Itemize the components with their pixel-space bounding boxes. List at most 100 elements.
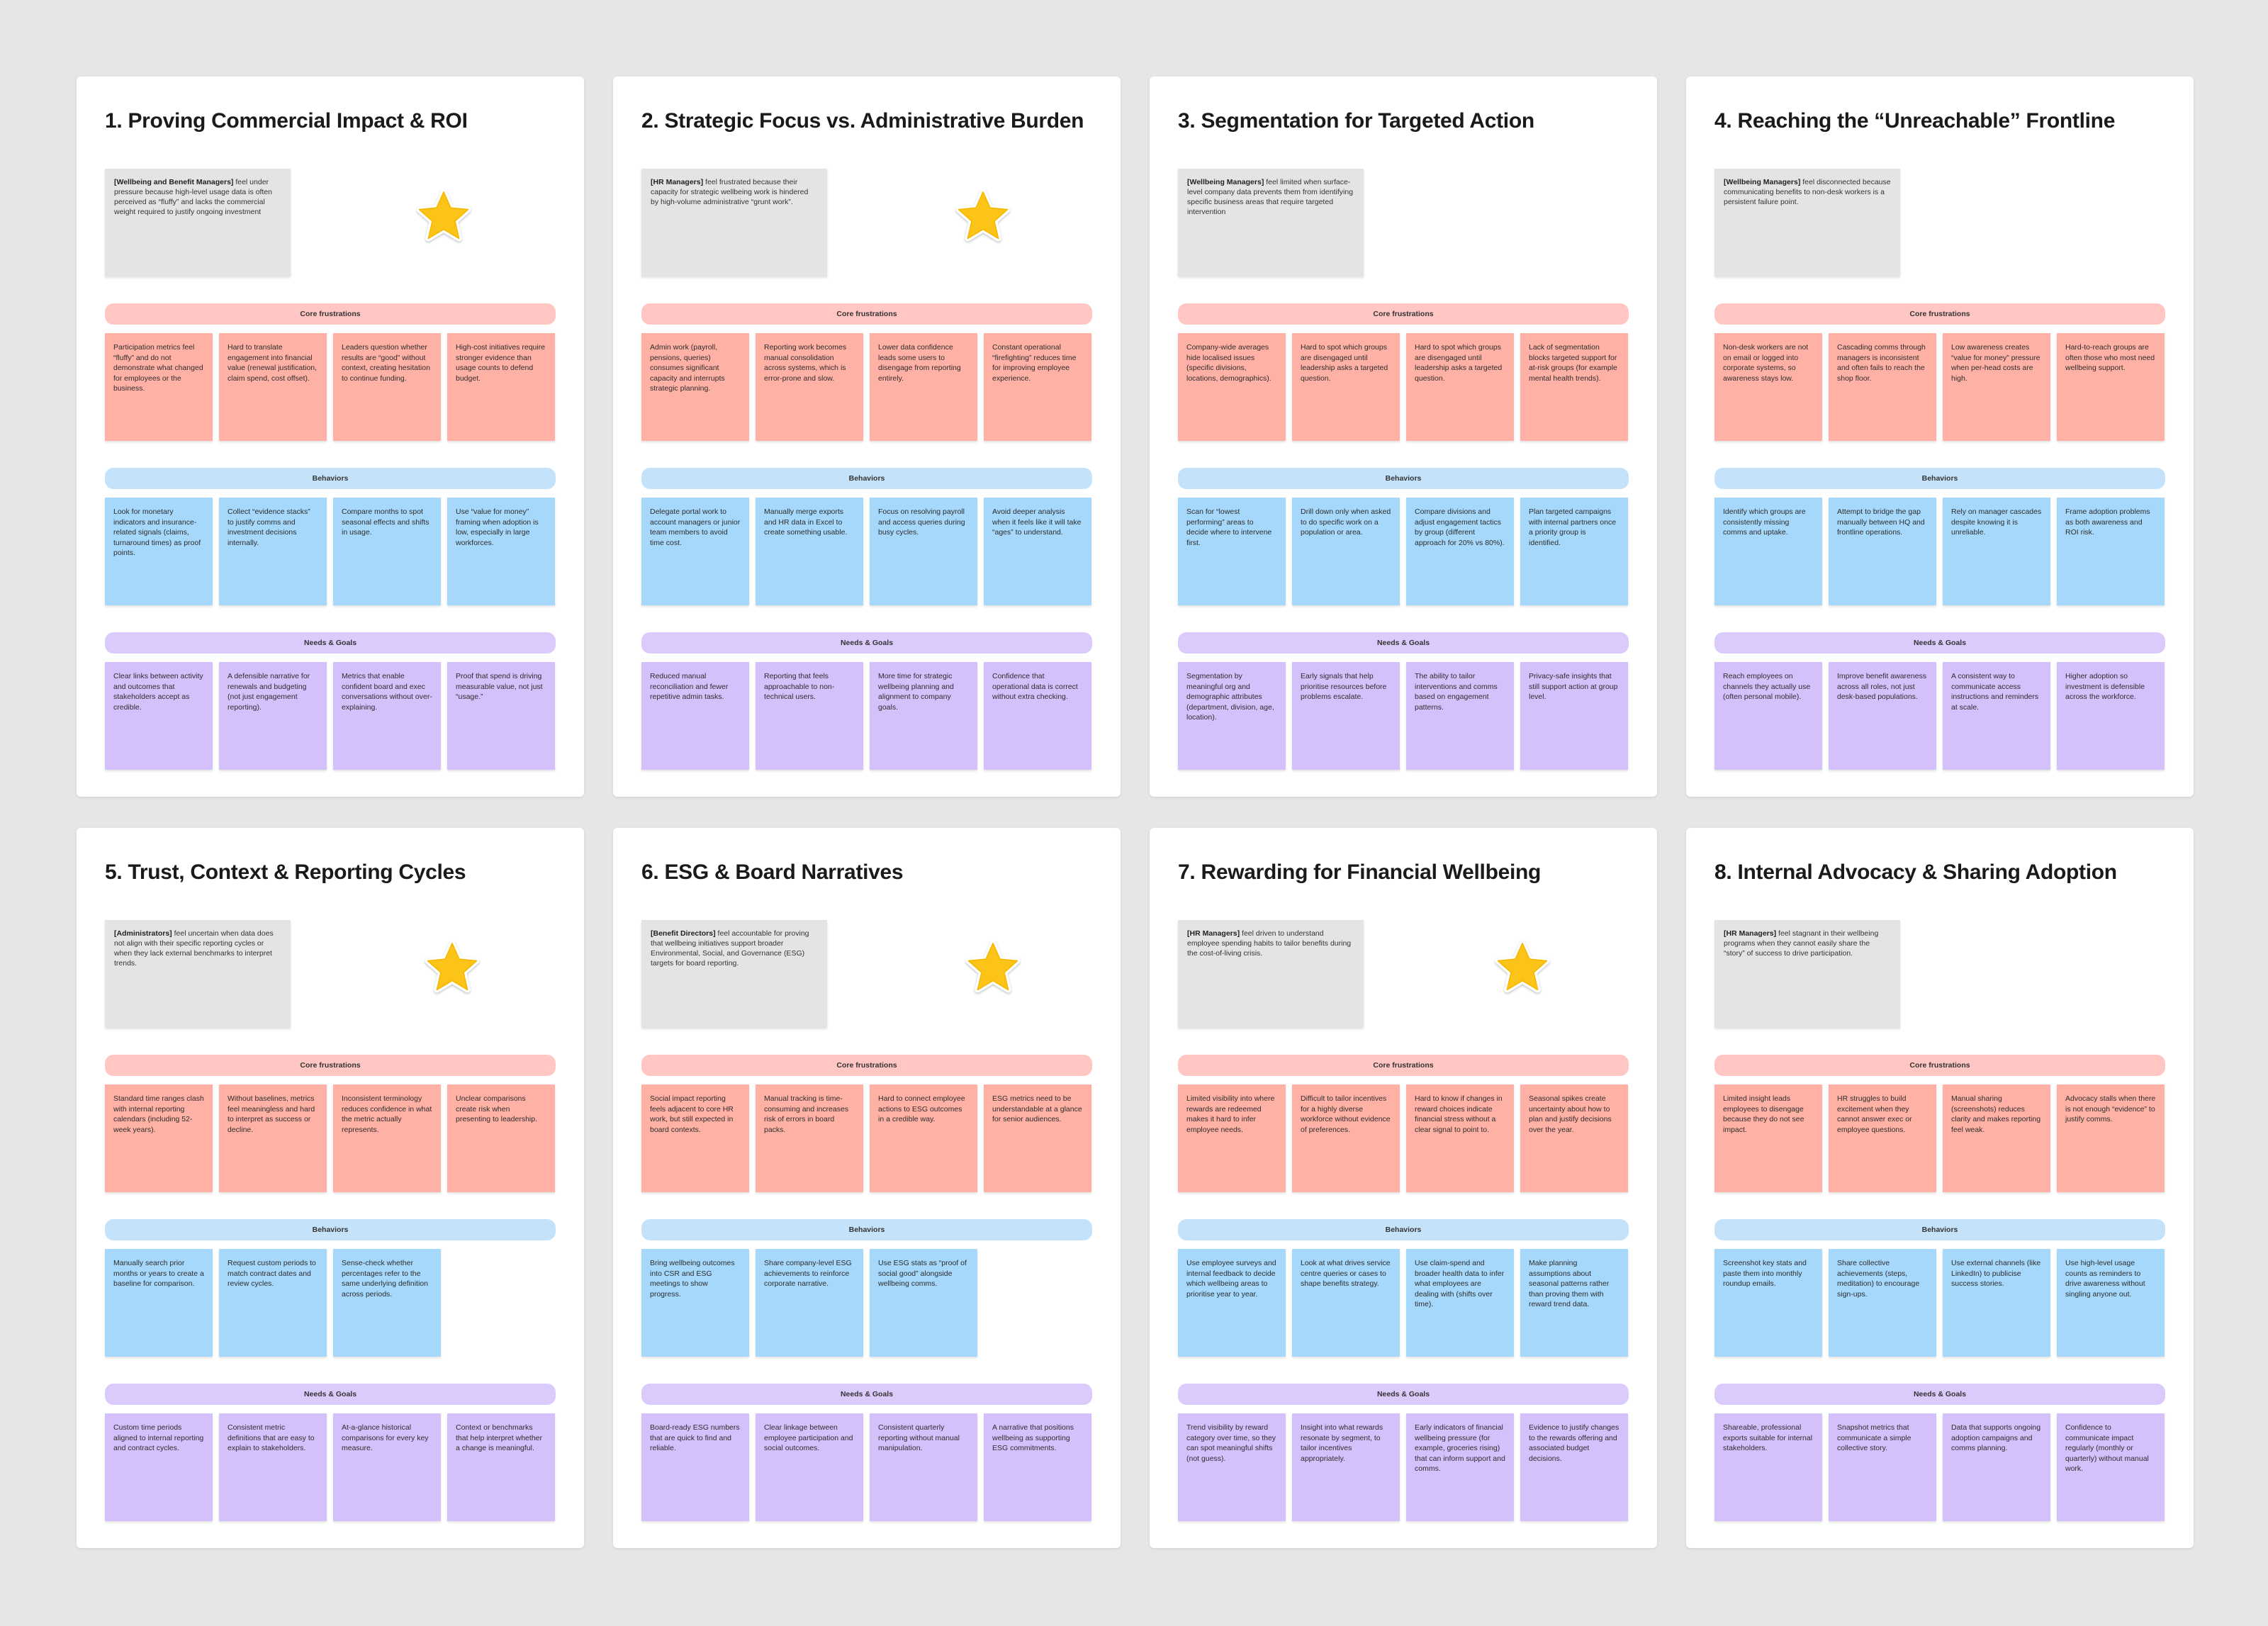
behavior-sticky-note[interactable]: Rely on manager cascades despite knowing… (1943, 498, 2050, 605)
behavior-sticky-note[interactable]: Use claim-spend and broader health data … (1406, 1249, 1514, 1357)
behavior-sticky-note[interactable]: Look at what drives service centre queri… (1292, 1249, 1400, 1357)
need-sticky-note[interactable]: Metrics that enable confident board and … (333, 662, 441, 770)
need-sticky-note[interactable]: Custom time periods aligned to internal … (105, 1413, 213, 1521)
need-sticky-note[interactable]: Segmentation by meaningful org and demog… (1178, 662, 1286, 770)
frustration-sticky-note[interactable]: Social impact reporting feels adjacent t… (641, 1084, 749, 1192)
persona-note[interactable]: [HR Managers] feel frustrated because th… (641, 169, 827, 276)
frustration-sticky-note[interactable]: Hard to spot which groups are disengaged… (1406, 333, 1514, 441)
behavior-sticky-note[interactable]: Manually merge exports and HR data in Ex… (756, 498, 863, 605)
frustration-sticky-note[interactable]: Limited visibility into where rewards ar… (1178, 1084, 1286, 1192)
behavior-sticky-note[interactable]: Look for monetary indicators and insuran… (105, 498, 213, 605)
frustration-sticky-note[interactable]: Seasonal spikes create uncertainty about… (1520, 1084, 1628, 1192)
behavior-sticky-note[interactable]: Use employee surveys and internal feedba… (1178, 1249, 1286, 1357)
behavior-sticky-note[interactable]: Use “value for money” framing when adopt… (447, 498, 555, 605)
need-sticky-note[interactable]: Reporting that feels approachable to non… (756, 662, 863, 770)
need-sticky-note[interactable]: Reduced manual reconciliation and fewer … (641, 662, 749, 770)
persona-note[interactable]: [Wellbeing Managers] feel limited when s… (1178, 169, 1364, 276)
frustration-sticky-note[interactable]: Admin work (payroll, pensions, queries) … (641, 333, 749, 441)
behavior-sticky-note[interactable]: Identify which groups are consistently m… (1714, 498, 1822, 605)
behavior-sticky-note[interactable]: Use ESG stats as “proof of social good” … (870, 1249, 977, 1357)
frustration-sticky-note[interactable]: ESG metrics need to be understandable at… (984, 1084, 1091, 1192)
need-sticky-note[interactable]: Confidence that operational data is corr… (984, 662, 1091, 770)
need-sticky-note[interactable]: Data that supports ongoing adoption camp… (1943, 1413, 2050, 1521)
behavior-sticky-note[interactable]: Screenshot key stats and paste them into… (1714, 1249, 1822, 1357)
behavior-sticky-note[interactable]: Request custom periods to match contract… (219, 1249, 327, 1357)
need-sticky-note[interactable]: Clear linkage between employee participa… (756, 1413, 863, 1521)
need-sticky-note[interactable]: At-a-glance historical comparisons for e… (333, 1413, 441, 1521)
behavior-sticky-note[interactable]: Attempt to bridge the gap manually betwe… (1829, 498, 1936, 605)
need-sticky-note[interactable]: Context or benchmarks that help interpre… (447, 1413, 555, 1521)
frustration-sticky-note[interactable]: Reporting work becomes manual consolidat… (756, 333, 863, 441)
persona-note[interactable]: [HR Managers] feel driven to understand … (1178, 920, 1364, 1028)
frustration-sticky-note[interactable]: Advocacy stalls when there is not enough… (2057, 1084, 2165, 1192)
behavior-sticky-note[interactable]: Share collective achievements (steps, me… (1829, 1249, 1936, 1357)
star-icon[interactable] (965, 940, 1021, 997)
behavior-sticky-note[interactable]: Compare divisions and adjust engagement … (1406, 498, 1514, 605)
frustration-sticky-note[interactable]: Low awareness creates “value for money” … (1943, 333, 2050, 441)
frustration-sticky-note[interactable]: Non-desk workers are not on email or log… (1714, 333, 1822, 441)
frustration-sticky-note[interactable]: Leaders question whether results are “go… (333, 333, 441, 441)
frustration-sticky-note[interactable]: Hard to translate engagement into financ… (219, 333, 327, 441)
need-sticky-note[interactable]: Proof that spend is driving measurable v… (447, 662, 555, 770)
star-icon[interactable] (424, 940, 481, 997)
behavior-sticky-note[interactable]: Sense-check whether percentages refer to… (333, 1249, 441, 1357)
need-sticky-note[interactable]: Confidence to communicate impact regular… (2057, 1413, 2165, 1521)
frustration-sticky-note[interactable]: Hard to know if changes in reward choice… (1406, 1084, 1514, 1192)
behavior-sticky-note[interactable]: Scan for “lowest performing” areas to de… (1178, 498, 1286, 605)
frustration-sticky-note[interactable]: Cascading comms through managers is inco… (1829, 333, 1936, 441)
frustration-sticky-note[interactable]: HR struggles to build excitement when th… (1829, 1084, 1936, 1192)
frustration-sticky-note[interactable]: Manual sharing (screenshots) reduces cla… (1943, 1084, 2050, 1192)
frustration-sticky-note[interactable]: Without baselines, metrics feel meaningl… (219, 1084, 327, 1192)
persona-note[interactable]: [Administrators] feel uncertain when dat… (105, 920, 291, 1028)
need-sticky-note[interactable]: Improve benefit awareness across all rol… (1829, 662, 1936, 770)
behavior-sticky-note[interactable]: Use high-level usage counts as reminders… (2057, 1249, 2165, 1357)
behavior-sticky-note[interactable]: Frame adoption problems as both awarenes… (2057, 498, 2165, 605)
frustration-sticky-note[interactable]: Inconsistent terminology reduces confide… (333, 1084, 441, 1192)
star-icon[interactable] (955, 189, 1011, 245)
frustration-sticky-note[interactable]: Participation metrics feel “fluffy” and … (105, 333, 213, 441)
need-sticky-note[interactable]: Privacy-safe insights that still support… (1520, 662, 1628, 770)
behavior-sticky-note[interactable]: Drill down only when asked to do specifi… (1292, 498, 1400, 605)
star-icon[interactable] (1494, 940, 1551, 997)
frustration-sticky-note[interactable]: Hard to connect employee actions to ESG … (870, 1084, 977, 1192)
behavior-sticky-note[interactable]: Compare months to spot seasonal effects … (333, 498, 441, 605)
need-sticky-note[interactable]: Higher adoption so investment is defensi… (2057, 662, 2165, 770)
need-sticky-note[interactable]: Consistent metric definitions that are e… (219, 1413, 327, 1521)
behavior-sticky-note[interactable]: Focus on resolving payroll and access qu… (870, 498, 977, 605)
behavior-sticky-note[interactable]: Bring wellbeing outcomes into CSR and ES… (641, 1249, 749, 1357)
behavior-sticky-note[interactable]: Share company-level ESG achievements to … (756, 1249, 863, 1357)
frustration-sticky-note[interactable]: Company-wide averages hide localised iss… (1178, 333, 1286, 441)
frustration-sticky-note[interactable]: Constant operational “firefighting” redu… (984, 333, 1091, 441)
behavior-sticky-note[interactable]: Make planning assumptions about seasonal… (1520, 1249, 1628, 1357)
need-sticky-note[interactable]: A narrative that positions wellbeing as … (984, 1413, 1091, 1521)
behavior-sticky-note[interactable]: Use external channels (like LinkedIn) to… (1943, 1249, 2050, 1357)
persona-note[interactable]: [Wellbeing and Benefit Managers] feel un… (105, 169, 291, 276)
frustration-sticky-note[interactable]: Manual tracking is time-consuming and in… (756, 1084, 863, 1192)
persona-note[interactable]: [Wellbeing Managers] feel disconnected b… (1714, 169, 1900, 276)
frustration-sticky-note[interactable]: Difficult to tailor incentives for a hig… (1292, 1084, 1400, 1192)
frustration-sticky-note[interactable]: Hard to spot which groups are disengaged… (1292, 333, 1400, 441)
need-sticky-note[interactable]: Snapshot metrics that communicate a simp… (1829, 1413, 1936, 1521)
need-sticky-note[interactable]: Early signals that help prioritise resou… (1292, 662, 1400, 770)
frustration-sticky-note[interactable]: High-cost initiatives require stronger e… (447, 333, 555, 441)
need-sticky-note[interactable]: Early indicators of financial wellbeing … (1406, 1413, 1514, 1521)
need-sticky-note[interactable]: More time for strategic wellbeing planni… (870, 662, 977, 770)
persona-note[interactable]: [Benefit Directors] feel accountable for… (641, 920, 827, 1028)
behavior-sticky-note[interactable]: Plan targeted campaigns with internal pa… (1520, 498, 1628, 605)
need-sticky-note[interactable]: A defensible narrative for renewals and … (219, 662, 327, 770)
behavior-sticky-note[interactable]: Avoid deeper analysis when it feels like… (984, 498, 1091, 605)
need-sticky-note[interactable]: Trend visibility by reward category over… (1178, 1413, 1286, 1521)
frustration-sticky-note[interactable]: Lack of segmentation blocks targeted sup… (1520, 333, 1628, 441)
persona-note[interactable]: [HR Managers] feel stagnant in their wel… (1714, 920, 1900, 1028)
need-sticky-note[interactable]: Shareable, professional exports suitable… (1714, 1413, 1822, 1521)
frustration-sticky-note[interactable]: Lower data confidence leads some users t… (870, 333, 977, 441)
need-sticky-note[interactable]: Evidence to justify changes to the rewar… (1520, 1413, 1628, 1521)
frustration-sticky-note[interactable]: Limited insight leads employees to disen… (1714, 1084, 1822, 1192)
frustration-sticky-note[interactable]: Unclear comparisons create risk when pre… (447, 1084, 555, 1192)
star-icon[interactable] (415, 189, 472, 245)
behavior-sticky-note[interactable]: Collect “evidence stacks” to justify com… (219, 498, 327, 605)
need-sticky-note[interactable]: A consistent way to communicate access i… (1943, 662, 2050, 770)
frustration-sticky-note[interactable]: Standard time ranges clash with internal… (105, 1084, 213, 1192)
need-sticky-note[interactable]: Board-ready ESG numbers that are quick t… (641, 1413, 749, 1521)
need-sticky-note[interactable]: Insight into what rewards resonate by se… (1292, 1413, 1400, 1521)
